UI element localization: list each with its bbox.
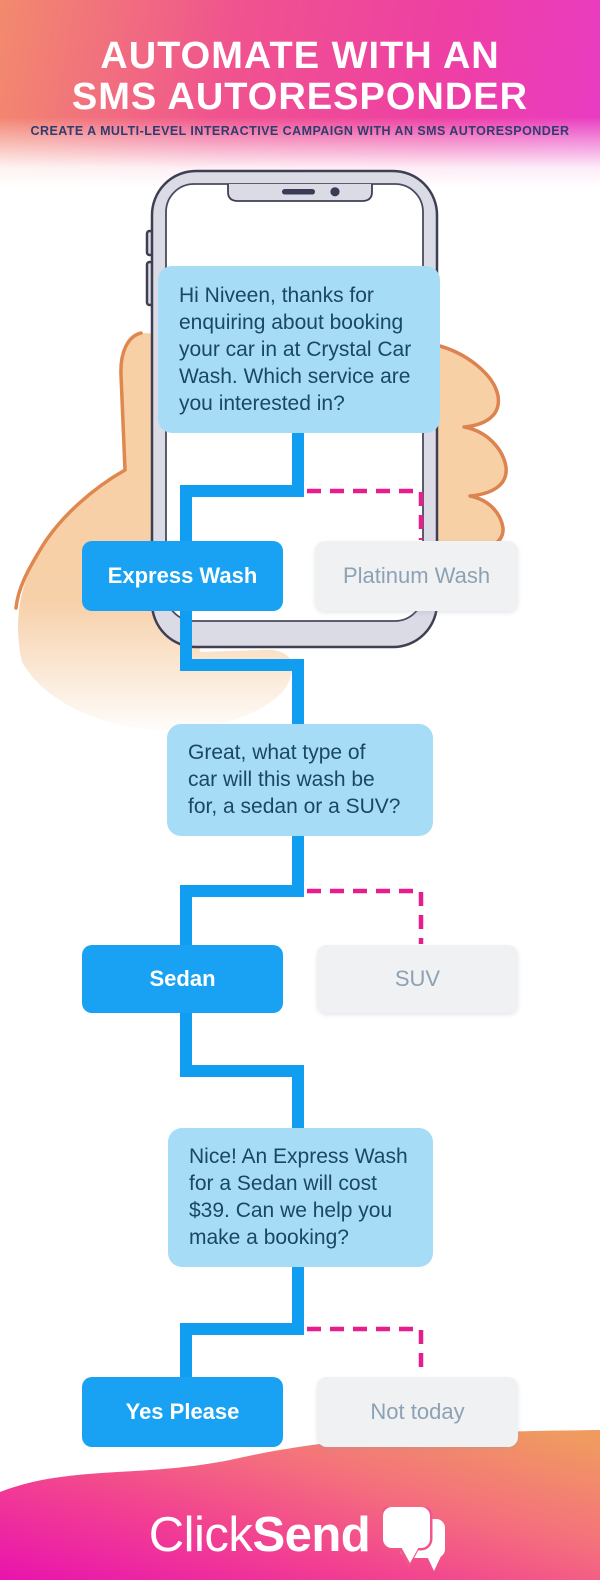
footer-gradient-shape bbox=[0, 1430, 600, 1580]
reply-button-express-wash[interactable]: Express Wash bbox=[82, 541, 283, 611]
sms-message-3: Nice! An Express Wash for a Sedan will c… bbox=[168, 1128, 433, 1267]
right-fingers-illustration bbox=[434, 343, 508, 552]
header: AUTOMATE WITH AN SMS AUTORESPONDER CREAT… bbox=[0, 0, 600, 195]
connector-selected-3 bbox=[180, 1264, 304, 1380]
connector-selected-1 bbox=[180, 428, 304, 544]
reply-button-platinum-wash[interactable]: Platinum Wash bbox=[315, 541, 518, 611]
connector-alternative-1 bbox=[307, 488, 424, 540]
front-chat-bubble bbox=[383, 1507, 431, 1563]
connector-to-message-3 bbox=[180, 1010, 304, 1132]
left-hand-outline bbox=[14, 331, 143, 610]
flow-connectors bbox=[180, 428, 424, 1380]
camera-dot-icon bbox=[330, 187, 340, 197]
title-line-1: AUTOMATE WITH AN bbox=[100, 35, 500, 77]
connector-selected-2 bbox=[180, 833, 304, 948]
speaker-grille-icon bbox=[282, 189, 315, 195]
reply-button-yes-please[interactable]: Yes Please bbox=[82, 1377, 283, 1447]
right-fingers bbox=[434, 343, 508, 552]
chat-bubbles-icon bbox=[383, 1507, 446, 1571]
reply-button-not-today[interactable]: Not today bbox=[317, 1377, 518, 1447]
page-title: AUTOMATE WITH AN SMS AUTORESPONDER bbox=[0, 0, 600, 118]
footer-wave bbox=[0, 1430, 600, 1580]
brand-name-click: Click bbox=[148, 1507, 253, 1562]
brand-name: ClickSend bbox=[148, 1507, 371, 1562]
connector-to-message-2 bbox=[180, 608, 304, 728]
footer: ClickSend bbox=[0, 1420, 600, 1580]
brand-logo: ClickSend bbox=[0, 1502, 600, 1571]
title-line-2: SMS AUTORESPONDER bbox=[71, 76, 529, 118]
page-subtitle: CREATE A MULTI-LEVEL INTERACTIVE CAMPAIG… bbox=[30, 124, 570, 138]
sms-message-2: Great, what type of car will this wash b… bbox=[167, 724, 433, 836]
sms-message-1: Hi Niveen, thanks for enquiring about bo… bbox=[158, 266, 440, 433]
connector-alternative-3 bbox=[307, 1326, 424, 1375]
connector-alternative-2 bbox=[307, 888, 424, 944]
brand-name-send: Send bbox=[252, 1507, 371, 1562]
reply-button-suv[interactable]: SUV bbox=[317, 945, 518, 1013]
reply-button-sedan[interactable]: Sedan bbox=[82, 945, 283, 1013]
